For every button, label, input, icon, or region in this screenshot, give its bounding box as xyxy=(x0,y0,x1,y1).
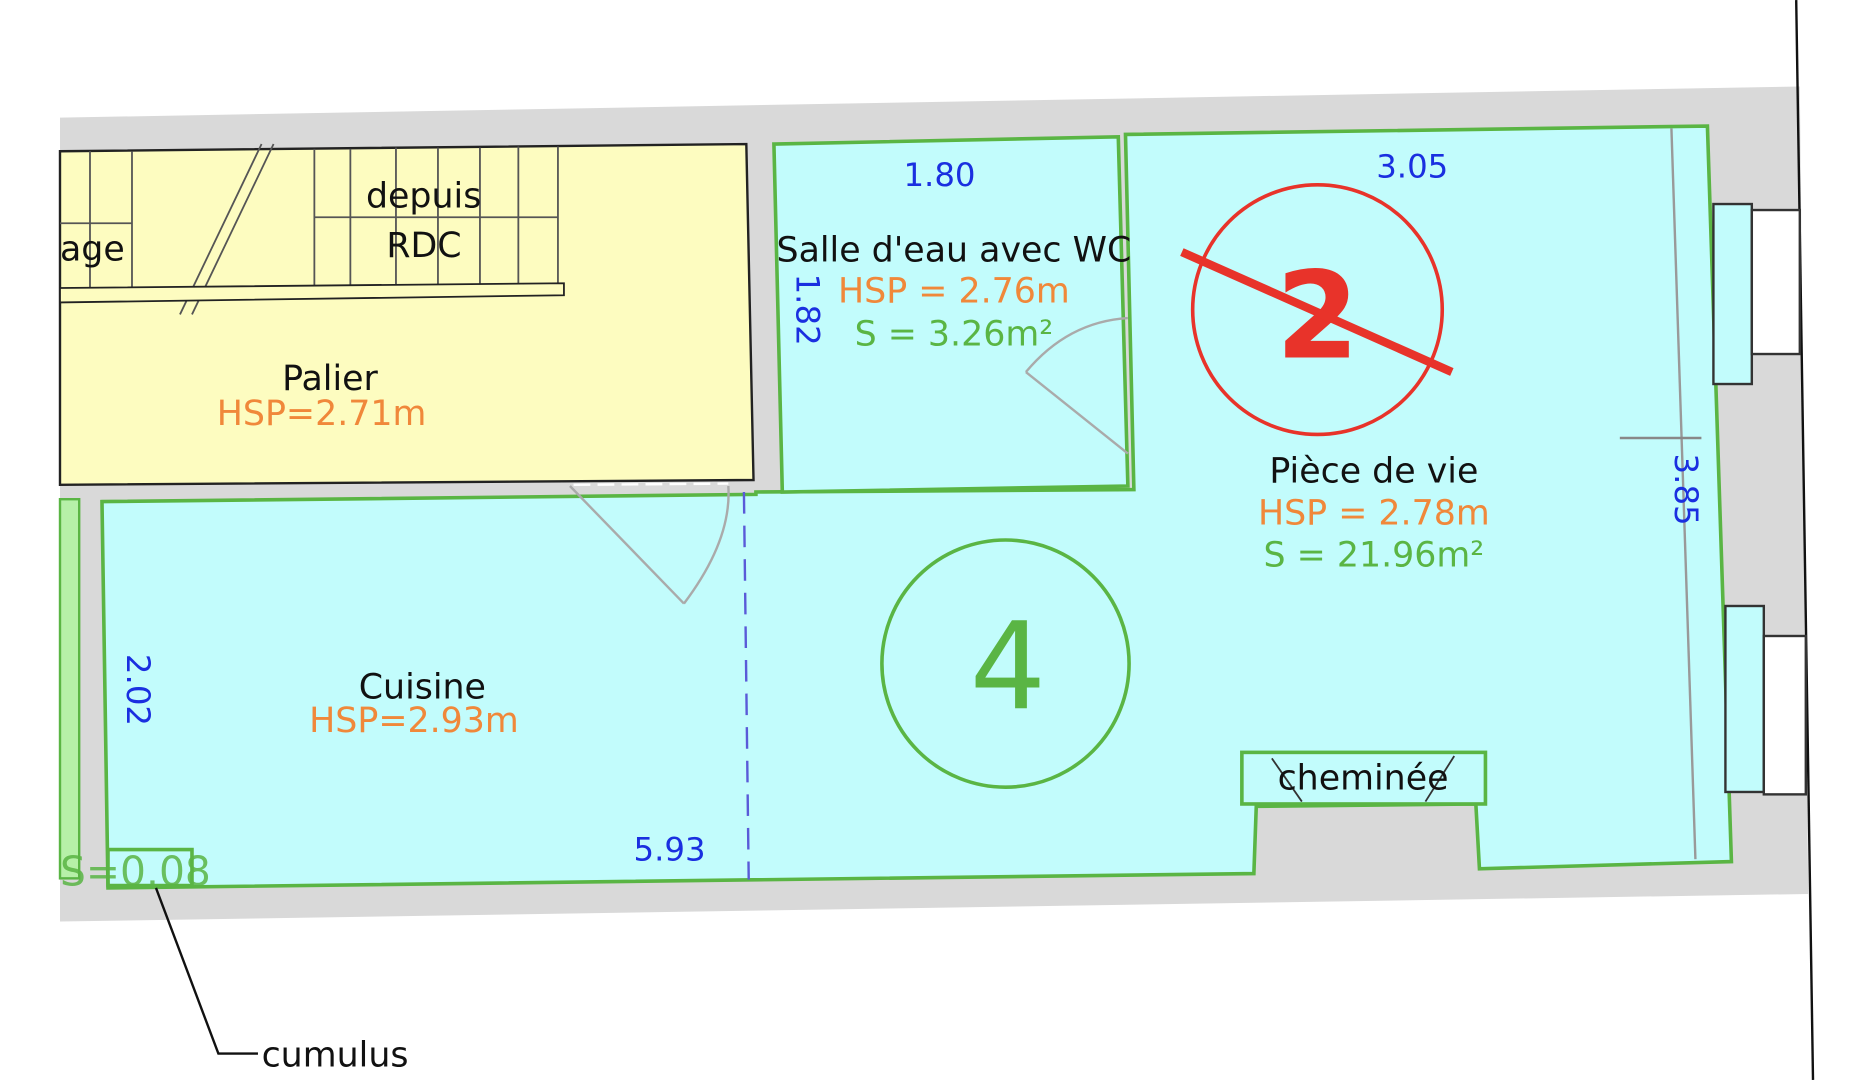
circled-marker-circle xyxy=(880,538,1131,789)
kitchen-name: Cuisine xyxy=(359,667,486,707)
shower-room-hsp: HSP = 2.76m xyxy=(838,271,1070,311)
window-bottom xyxy=(1724,604,1808,796)
kitchen-door xyxy=(569,482,730,605)
fireplace-label: cheminée xyxy=(1278,759,1449,799)
shower-room-area: S = 3.26m² xyxy=(855,315,1054,355)
boundary-line xyxy=(1795,0,1815,1080)
kitchen-depth-dim: 2.02 xyxy=(119,654,157,726)
left-strip-area: S=0.08 xyxy=(60,848,211,896)
crossed-marker-number: 2 xyxy=(1276,248,1359,387)
fireplace xyxy=(1240,750,1488,806)
circled-marker-number: 4 xyxy=(970,598,1046,737)
living-room-hsp: HSP = 2.78m xyxy=(1258,493,1490,533)
shower-room xyxy=(772,135,1130,494)
kitchen-hsp: HSP=2.93m xyxy=(309,701,519,741)
shower-room-width-dim: 1.80 xyxy=(903,156,975,194)
kitchen-length-dim: 5.93 xyxy=(633,830,705,868)
crossed-marker-circle xyxy=(1190,183,1445,437)
staircase xyxy=(59,143,565,315)
cross-out-line xyxy=(1180,248,1454,376)
shower-room-depth-dim: 1.82 xyxy=(789,274,827,346)
stairs-label-partial: age xyxy=(60,229,125,269)
water-heater-leader xyxy=(154,887,258,1055)
landing-name: Palier xyxy=(282,359,378,399)
living-room-area: S = 21.96m² xyxy=(1263,535,1484,575)
living-room-width-dim: 3.05 xyxy=(1376,148,1448,186)
water-heater-label: cumulus xyxy=(262,1036,409,1076)
fireplace-hatch xyxy=(1424,755,1456,803)
water-heater xyxy=(106,847,194,888)
stairs-from-label-2: RDC xyxy=(386,226,461,266)
living-room-name: Pièce de vie xyxy=(1269,451,1478,491)
left-strip-room xyxy=(58,498,81,880)
landing-hsp: HSP=2.71m xyxy=(217,394,427,434)
stairs-from-label-1: depuis xyxy=(366,177,481,217)
living-inner-wall-line xyxy=(1670,128,1697,860)
fireplace-hatch xyxy=(1271,757,1303,803)
shower-room-door xyxy=(1024,316,1129,455)
shower-room-name: Salle d'eau avec WC xyxy=(777,231,1132,271)
kitchen-separator xyxy=(742,491,750,880)
living-room-depth-dim: 3.85 xyxy=(1667,454,1705,526)
window-top xyxy=(1712,202,1802,386)
